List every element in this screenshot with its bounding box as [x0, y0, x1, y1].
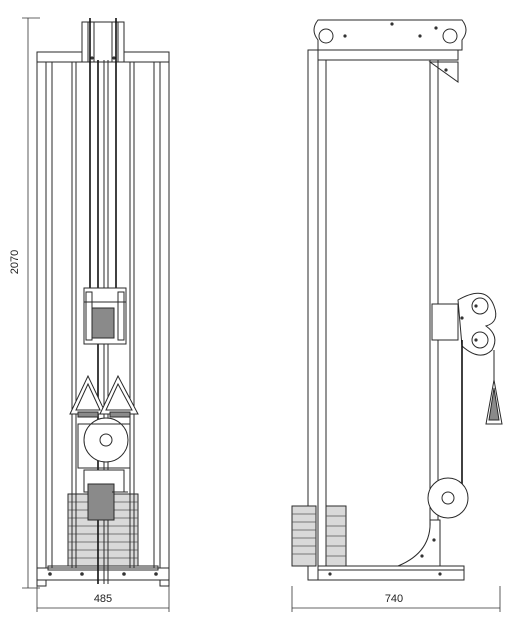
dimension-height: 2070: [9, 17, 40, 589]
side-width-label: 740: [385, 593, 403, 605]
front-frame: [36, 51, 170, 587]
front-view: [36, 18, 170, 587]
side-lower-pulley: [397, 477, 469, 567]
side-cable: [461, 340, 503, 500]
side-frame: [307, 49, 465, 581]
dimension-side-width: 740: [291, 586, 501, 612]
side-top-plate: [313, 19, 467, 51]
front-width-label: 485: [94, 593, 112, 605]
side-weight-plates: [291, 505, 347, 567]
top-pulley-assembly: [81, 21, 125, 63]
height-label: 2070: [9, 250, 21, 274]
carriage: [83, 287, 127, 345]
front-base-bolts: [48, 572, 158, 576]
side-view: [291, 19, 503, 581]
dimension-front-width: 485: [36, 586, 170, 612]
side-mid-pulley: [431, 292, 497, 356]
lower-pulley: [77, 417, 131, 521]
triangle-handles: [69, 374, 139, 418]
